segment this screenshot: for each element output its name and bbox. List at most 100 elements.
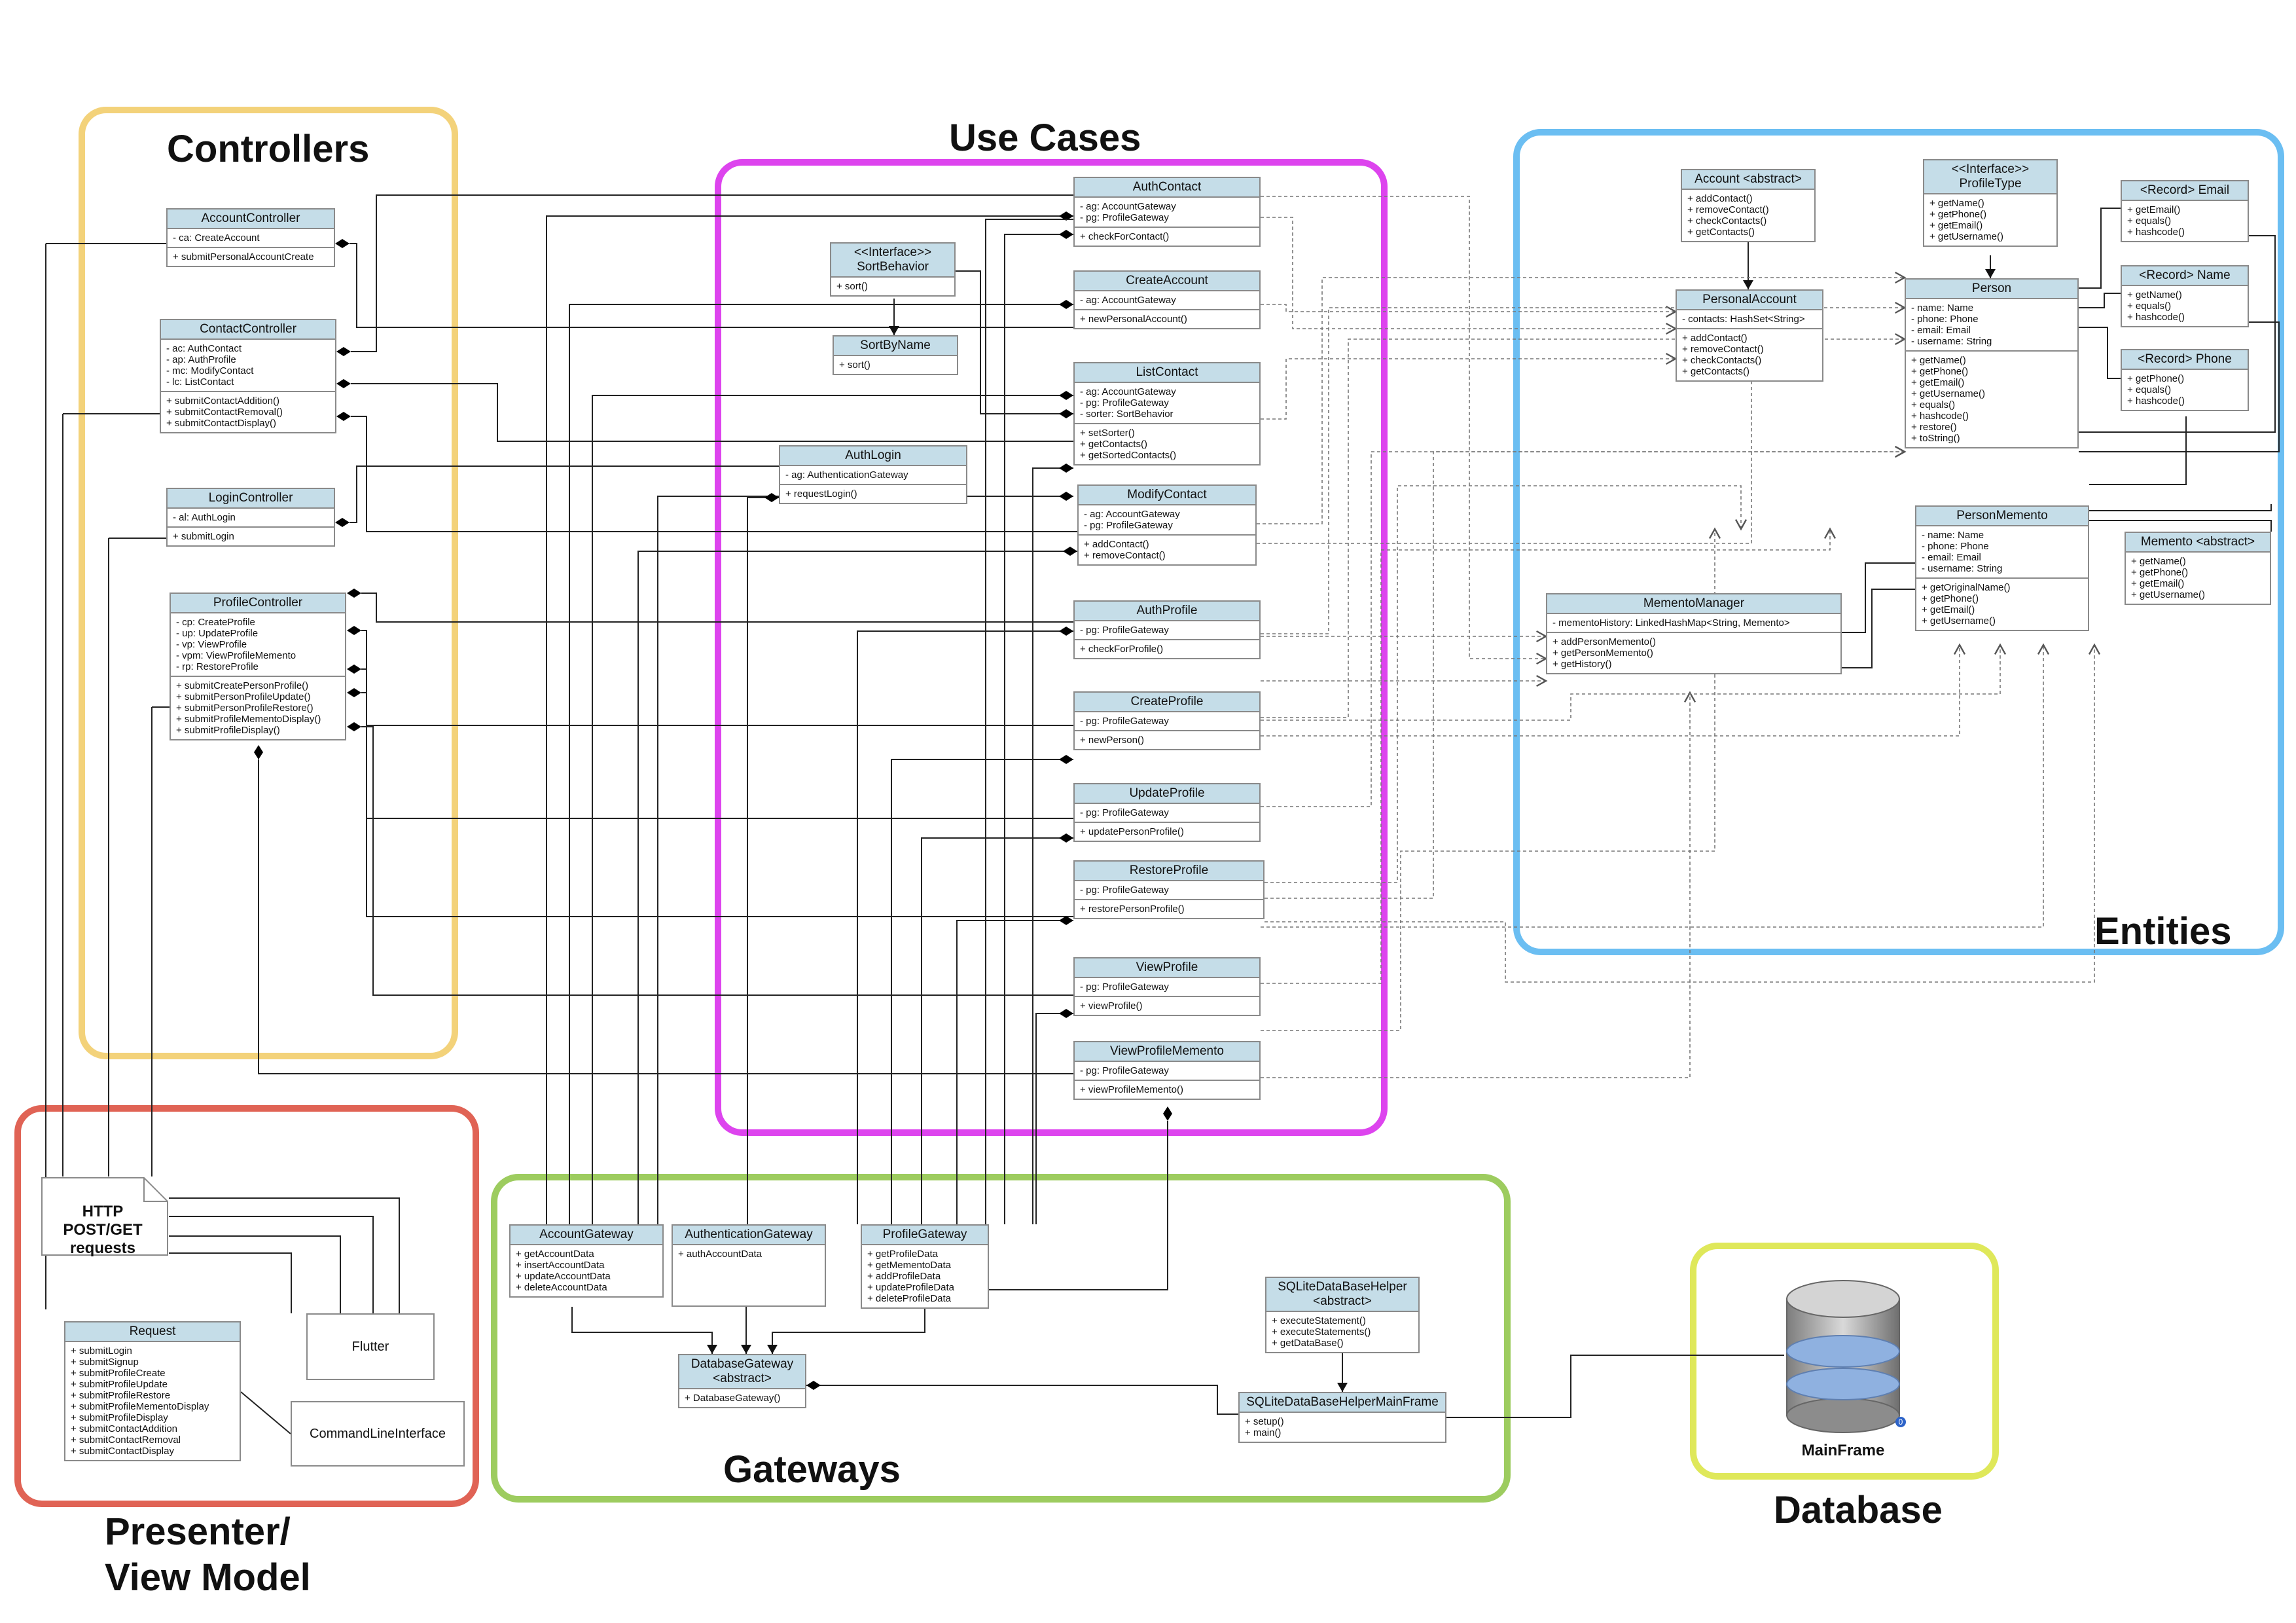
modify-contact-class[interactable]: ModifyContact- ag: AccountGateway- pg: P… bbox=[1077, 484, 1257, 566]
name-record-class[interactable]: <Record> Name+ getName()+ equals()+ hash… bbox=[2121, 265, 2249, 327]
dependency-line bbox=[1261, 643, 2050, 928]
class-header: LoginController bbox=[168, 489, 334, 509]
account-gateway-class[interactable]: AccountGateway+ getAccountData+ insertAc… bbox=[509, 1224, 664, 1298]
account-abstract-class[interactable]: Account <abstract>+ addContact()+ remove… bbox=[1681, 169, 1816, 242]
class-header: DatabaseGateway<abstract> bbox=[679, 1355, 805, 1389]
note-line2: POST/GET bbox=[63, 1221, 143, 1239]
class-attributes: - pg: ProfileGateway bbox=[1075, 1062, 1259, 1081]
method: + requestLogin() bbox=[785, 488, 857, 500]
method: + hashcode() bbox=[1911, 410, 1969, 422]
method: + getEmail() bbox=[1929, 220, 1983, 231]
class-methods: + restorePersonProfile() bbox=[1075, 900, 1263, 918]
auth-contact-class[interactable]: AuthContact- ag: AccountGateway- pg: Pro… bbox=[1073, 177, 1261, 247]
request-class[interactable]: Request+ submitLogin+ submitSignup+ subm… bbox=[64, 1321, 241, 1461]
email-record-class[interactable]: <Record> Email+ getEmail()+ equals()+ ha… bbox=[2121, 180, 2249, 242]
note-text: HTTP POST/GET requests bbox=[41, 1203, 165, 1258]
class-header: PersonMemento bbox=[1916, 507, 2088, 526]
method: + DatabaseGateway() bbox=[685, 1393, 781, 1404]
person-memento-class[interactable]: PersonMemento- name: Name- phone: Phone-… bbox=[1915, 505, 2089, 631]
class-name: Request bbox=[129, 1324, 176, 1338]
use-cases-title: Use Cases bbox=[949, 117, 1141, 159]
list-contact-class[interactable]: ListContact- ag: AccountGateway- pg: Pro… bbox=[1073, 362, 1261, 465]
flutter-box[interactable]: Flutter bbox=[306, 1313, 435, 1380]
person-class[interactable]: Person- name: Name- phone: Phone- email:… bbox=[1905, 278, 2079, 448]
method: + getEmail() bbox=[2127, 204, 2181, 215]
account-controller-class[interactable]: AccountController- ca: CreateAccount+ su… bbox=[166, 208, 335, 267]
class-header: AuthContact bbox=[1075, 178, 1259, 198]
profile-controller-class[interactable]: ProfileController- cp: CreateProfile- up… bbox=[170, 593, 346, 740]
method: + submitContactRemoval bbox=[71, 1434, 181, 1446]
dependency-line bbox=[1265, 485, 1748, 883]
class-methods: + viewProfileMemento() bbox=[1075, 1081, 1259, 1099]
class-methods: + submitCreatePersonProfile()+ submitPer… bbox=[171, 677, 345, 739]
method: + executeStatement() bbox=[1272, 1315, 1366, 1326]
method: + main() bbox=[1245, 1427, 1282, 1438]
memento-manager-class[interactable]: MementoManager- mementoHistory: LinkedHa… bbox=[1546, 593, 1842, 674]
profile-gateway-class[interactable]: ProfileGateway+ getProfileData+ getMemen… bbox=[861, 1224, 989, 1309]
class-name: ProfileType bbox=[1959, 177, 2022, 191]
method: + addContact() bbox=[1084, 539, 1149, 550]
arrow-head bbox=[889, 326, 899, 335]
sqlite-mainframe-class[interactable]: SQLiteDataBaseHelperMainFrame+ setup()+ … bbox=[1238, 1392, 1446, 1443]
method: + getAccountData bbox=[516, 1249, 594, 1260]
class-name: <abstract> bbox=[713, 1372, 772, 1385]
class-header: Account <abstract> bbox=[1682, 170, 1814, 190]
phone-record-class[interactable]: <Record> Phone+ getPhone()+ equals()+ ha… bbox=[2121, 349, 2249, 411]
method: + removeContact() bbox=[1084, 550, 1166, 561]
auth-login-class[interactable]: AuthLogin- ag: AuthenticationGateway+ re… bbox=[779, 445, 967, 504]
sort-behavior-interface[interactable]: <<Interface>>SortBehavior+ sort() bbox=[830, 242, 956, 297]
update-profile-class[interactable]: UpdateProfile- pg: ProfileGateway+ updat… bbox=[1073, 783, 1261, 842]
attribute: - up: UpdateProfile bbox=[176, 628, 259, 639]
class-header: SortByName bbox=[834, 337, 957, 356]
class-header: AccountController bbox=[168, 210, 334, 229]
method: + viewProfileMemento() bbox=[1080, 1084, 1183, 1095]
association-line bbox=[350, 465, 779, 523]
personal-account-class[interactable]: PersonalAccount- contacts: HashSet<Strin… bbox=[1676, 289, 1823, 382]
method: + getPhone() bbox=[2127, 373, 2185, 384]
composition-diamond bbox=[336, 412, 351, 421]
create-account-class[interactable]: CreateAccount- ag: AccountGateway+ newPe… bbox=[1073, 270, 1261, 329]
memento-abstract-class[interactable]: Memento <abstract>+ getName()+ getPhone(… bbox=[2125, 532, 2271, 605]
contact-controller-class[interactable]: ContactController- ac: AuthContact- ap: … bbox=[160, 319, 336, 433]
login-controller-class[interactable]: LoginController- al: AuthLogin+ submitLo… bbox=[166, 488, 335, 547]
association-line bbox=[350, 243, 1073, 328]
database-title: Database bbox=[1774, 1489, 1943, 1531]
attribute: - phone: Phone bbox=[1922, 541, 1989, 552]
database-label: MainFrame bbox=[1801, 1442, 1885, 1459]
sqlite-helper-class[interactable]: SQLiteDataBaseHelper<abstract>+ executeS… bbox=[1265, 1277, 1420, 1353]
attribute: - rp: RestoreProfile bbox=[176, 661, 259, 672]
note-line1: HTTP bbox=[82, 1203, 124, 1220]
association-line bbox=[258, 759, 1073, 1074]
method: + equals() bbox=[1911, 399, 1956, 410]
class-name: AuthContact bbox=[1132, 180, 1202, 194]
class-header: MementoManager bbox=[1547, 594, 1840, 614]
method: + getHistory() bbox=[1552, 659, 1612, 670]
sort-by-name-class[interactable]: SortByName+ sort() bbox=[833, 335, 958, 375]
mainframe-database[interactable]: 0 MainFrame bbox=[1784, 1278, 1906, 1468]
restore-profile-class[interactable]: RestoreProfile- pg: ProfileGateway+ rest… bbox=[1073, 860, 1265, 919]
dependency-line bbox=[1261, 527, 1721, 1031]
class-attributes: - ac: AuthContact- ap: AuthProfile- mc: … bbox=[161, 340, 335, 392]
create-profile-class[interactable]: CreateProfile- pg: ProfileGateway+ newPe… bbox=[1073, 691, 1261, 750]
view-profile-memento-class[interactable]: ViewProfileMemento- pg: ProfileGateway+ … bbox=[1073, 1041, 1261, 1100]
method: + submitContactAddition bbox=[71, 1423, 178, 1434]
profile-type-interface[interactable]: <<Interface>>ProfileType+ getName()+ get… bbox=[1923, 159, 2058, 247]
attribute: - ag: AccountGateway bbox=[1080, 386, 1176, 397]
class-attributes: - pg: ProfileGateway bbox=[1075, 712, 1259, 731]
command-line-interface-box[interactable]: CommandLineInterface bbox=[291, 1401, 465, 1467]
class-methods: + getName()+ getPhone()+ getEmail()+ get… bbox=[2126, 553, 2270, 604]
method: + getName() bbox=[1929, 198, 1984, 209]
class-attributes: - name: Name- phone: Phone- email: Email… bbox=[1916, 526, 2088, 579]
auth-profile-class[interactable]: AuthProfile- pg: ProfileGateway+ checkFo… bbox=[1073, 600, 1261, 659]
method: + submitContactRemoval() bbox=[166, 407, 283, 418]
authentication-gateway-class[interactable]: AuthenticationGateway+ authAccountData bbox=[672, 1224, 826, 1307]
view-profile-class[interactable]: ViewProfile- pg: ProfileGateway+ viewPro… bbox=[1073, 957, 1261, 1016]
arrow-head bbox=[741, 1345, 751, 1354]
class-attributes: - pg: ProfileGateway bbox=[1075, 978, 1259, 997]
association-line bbox=[2079, 327, 2121, 379]
method: + getPhone() bbox=[1922, 593, 1979, 604]
gateways-title: Gateways bbox=[723, 1448, 901, 1491]
database-gateway-class[interactable]: DatabaseGateway<abstract> + DatabaseGatew… bbox=[678, 1354, 806, 1408]
association-line bbox=[351, 383, 1073, 442]
class-methods: + newPersonalAccount() bbox=[1075, 310, 1259, 328]
